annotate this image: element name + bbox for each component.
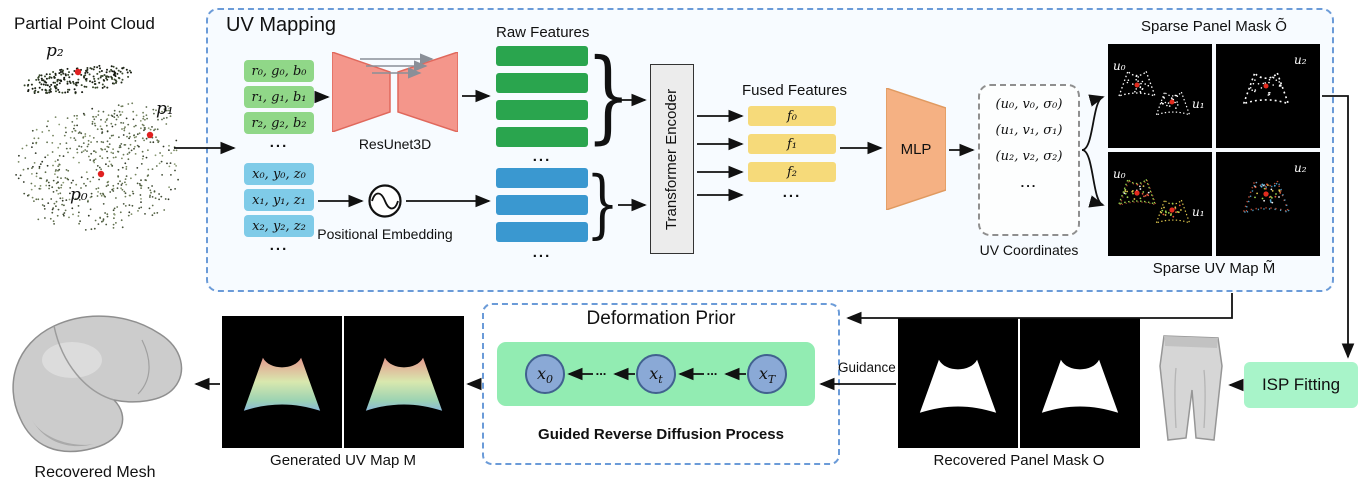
- sparse-uv-map-image: u₀ u₁: [1108, 152, 1212, 256]
- transformer-encoder-box: Transformer Encoder: [650, 64, 694, 254]
- sine-wave-icon: [368, 184, 402, 218]
- isp-fitting-label: ISP Fitting: [1261, 375, 1341, 394]
- positional-feature-bar: [496, 222, 588, 242]
- fused-features-label: Fused Features: [742, 82, 848, 99]
- uv-mapping-title: UV Mapping: [226, 14, 337, 36]
- diffusion-process-strip: ... ... x0 xt xT: [497, 342, 815, 406]
- positional-feature-bar: [496, 168, 588, 188]
- resunet3d-label: ResUnet3D: [358, 136, 432, 152]
- generated-uv-map-image: [222, 316, 342, 448]
- rgb-feature-chip: r₂, g₂, b₂: [244, 112, 314, 134]
- raw-feature-bar: [496, 100, 588, 120]
- raw-features-label: Raw Features: [496, 24, 590, 41]
- sparse-panel-mask-image: u₂: [1216, 44, 1320, 148]
- uv-coordinates-label: UV Coordinates: [979, 242, 1079, 258]
- rgb-feature-chip: r₁, g₁, b₁: [244, 86, 314, 108]
- recovered-panel-mask-image: [1020, 318, 1140, 448]
- generated-uv-map-image: [344, 316, 464, 448]
- raw-feature-bar: [496, 73, 588, 93]
- fused-feature-bar: f₂: [748, 162, 836, 182]
- diffusion-caption: Guided Reverse Diffusion Process: [538, 426, 784, 443]
- diffusion-state-circle-xT: [747, 354, 787, 394]
- xyz-coordinate-chip: x₁, y₁, z₁: [244, 189, 314, 211]
- rgb-feature-chip: r₀, g₀, b₀: [244, 60, 314, 82]
- brace-icon: }: [586, 161, 619, 247]
- guidance-label: Guidance: [838, 360, 896, 375]
- u2-label: u₂: [1294, 161, 1307, 175]
- uv-coordinates-box: (u₀, v₀, σ₀) (u₁, v₁, σ₁) (u₂, v₂, σ₂) .…: [978, 84, 1080, 236]
- ellipsis: ...: [269, 134, 289, 151]
- diffusion-states: ... ... x0 xt xT: [525, 354, 787, 394]
- mlp-label: MLP: [901, 141, 932, 158]
- raw-feature-bar: [496, 127, 588, 147]
- sparse-panel-mask-image: u₀ u₁: [1108, 44, 1212, 148]
- fused-feature-bar: f₀: [748, 106, 836, 126]
- u2-label: u₂: [1294, 53, 1307, 67]
- xyz-coordinate-chip: x₂, y₂, z₂: [244, 215, 314, 237]
- recovered-panel-mask-label: Recovered Panel Mask O: [933, 452, 1105, 469]
- uv-tuple: (u₁, v₁, σ₁): [995, 123, 1063, 138]
- svg-text:xT: xT: [759, 364, 777, 386]
- sparse-panel-mask-label: Sparse Panel Mask Õ: [1141, 18, 1287, 35]
- partial-point-cloud-label: Partial Point Cloud: [14, 14, 155, 33]
- recovered-mesh-label: Recovered Mesh: [34, 464, 156, 481]
- uv-tuple: (u₂, v₂, σ₂): [995, 149, 1063, 164]
- svg-text:x0: x0: [537, 364, 553, 386]
- ellipsis: ...: [532, 244, 552, 261]
- ellipsis: ...: [532, 148, 552, 165]
- ellipsis: ...: [782, 184, 802, 201]
- isp-fitting-box: ISP Fitting: [1244, 362, 1358, 408]
- generated-uv-map-label: Generated UV Map M: [270, 452, 416, 469]
- u1-label: u₁: [1192, 205, 1205, 219]
- sparse-uv-map-image: u₂: [1216, 152, 1320, 256]
- sample-point-p2: [74, 68, 82, 76]
- deformation-prior-title: Deformation Prior: [586, 308, 736, 329]
- svg-text:xt: xt: [649, 364, 663, 386]
- sample-point-p0: [97, 170, 105, 178]
- p2-label: p₂: [46, 41, 64, 61]
- u0-label: u₀: [1113, 167, 1126, 181]
- recovered-mesh-render: [12, 315, 183, 453]
- recovered-panel-mask-image: [898, 318, 1018, 448]
- point-cloud-render: p₂ p₁ p₀: [15, 41, 180, 231]
- ellipsis: ...: [269, 237, 289, 254]
- u0-label: u₀: [1113, 59, 1126, 73]
- positional-feature-bar: [496, 195, 588, 215]
- positional-embedding-label: Positional Embedding: [317, 226, 453, 242]
- p1-label: p₁: [156, 99, 174, 119]
- brace-icon: }: [586, 37, 631, 154]
- mlp-shape: MLP: [886, 88, 946, 210]
- diffusion-state-circle-x0: [525, 354, 565, 394]
- raw-feature-bar: [496, 46, 588, 66]
- diffusion-state-circle-xt: [636, 354, 676, 394]
- ellipsis: ...: [1020, 175, 1038, 190]
- sparse-uv-map-label: Sparse UV Map M̃: [1152, 260, 1276, 277]
- sample-point-p1: [146, 131, 154, 139]
- fused-feature-bar: f₁: [748, 134, 836, 154]
- uv-tuple: (u₀, v₀, σ₀): [995, 97, 1063, 112]
- resunet3d-shape: [332, 52, 458, 132]
- p0-label: p₀: [70, 185, 88, 205]
- xyz-coordinate-chip: x₀, y₀, z₀: [244, 163, 314, 185]
- ellipsis: ...: [596, 363, 607, 378]
- pants-render: [1159, 335, 1223, 441]
- ellipsis: ...: [707, 363, 718, 378]
- u1-label: u₁: [1192, 97, 1205, 111]
- transformer-encoder-label: Transformer Encoder: [663, 88, 681, 230]
